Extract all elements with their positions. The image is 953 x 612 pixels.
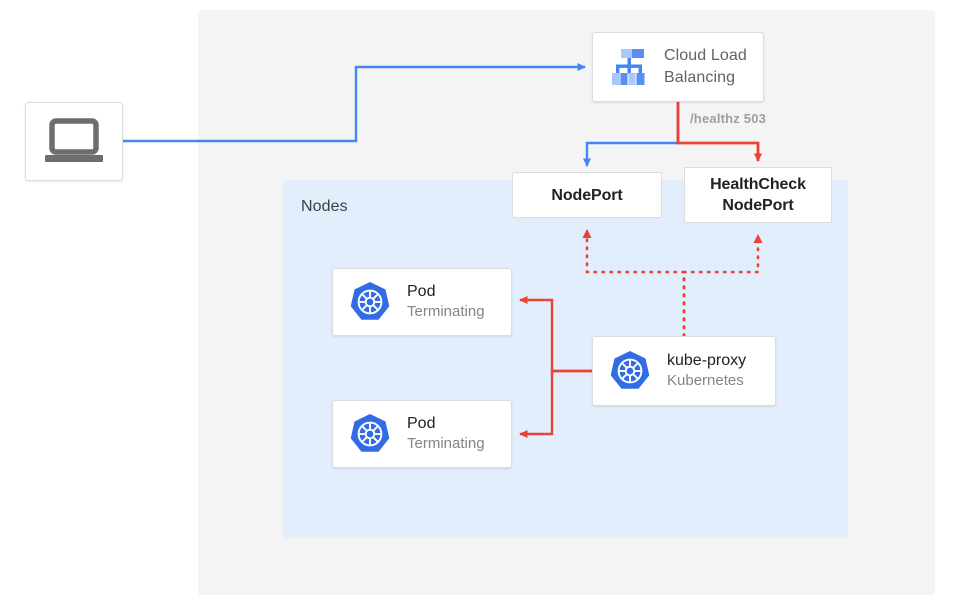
kubernetes-icon	[607, 348, 653, 394]
kube-proxy-title: kube-proxy	[667, 352, 747, 369]
cloud-load-balancing-title-line1: Cloud Load	[664, 47, 747, 64]
pod-node-2: Pod Terminating	[332, 400, 512, 468]
pod-node-1: Pod Terminating	[332, 268, 512, 336]
cloud-load-balancing-node: Cloud Load Balancing	[592, 32, 764, 102]
kubernetes-icon	[347, 279, 393, 325]
cloud-load-balancing-title-line2: Balancing	[664, 69, 736, 86]
nodeport-label: NodePort	[551, 186, 623, 204]
pod-2-title: Pod	[407, 415, 436, 432]
pod-2-status: Terminating	[407, 435, 485, 452]
kube-proxy-subtitle: Kubernetes	[667, 372, 744, 389]
kube-proxy-node: kube-proxy Kubernetes	[592, 336, 776, 406]
healthz-edge-label: /healthz 503	[690, 111, 767, 126]
nodes-region-label: Nodes	[301, 198, 348, 215]
cloud-load-balancing-labels: Cloud Load Balancing	[664, 45, 747, 89]
pod-1-status: Terminating	[407, 303, 485, 320]
pod-1-title: Pod	[407, 283, 436, 300]
nodeport-node: NodePort	[512, 172, 662, 218]
laptop-icon	[45, 117, 103, 162]
cloud-load-balancing-icon	[605, 43, 653, 91]
healthcheck-nodeport-labels: HealthCheck NodePort	[710, 174, 806, 216]
kube-proxy-labels: kube-proxy Kubernetes	[667, 351, 746, 391]
pod-1-labels: Pod Terminating	[407, 282, 485, 322]
client-node	[25, 102, 123, 181]
healthcheck-nodeport-label-line1: HealthCheck	[710, 176, 806, 193]
kubernetes-icon	[347, 411, 393, 457]
healthcheck-nodeport-node: HealthCheck NodePort	[684, 167, 832, 223]
healthcheck-nodeport-label-line2: NodePort	[722, 197, 794, 214]
pod-2-labels: Pod Terminating	[407, 414, 485, 454]
